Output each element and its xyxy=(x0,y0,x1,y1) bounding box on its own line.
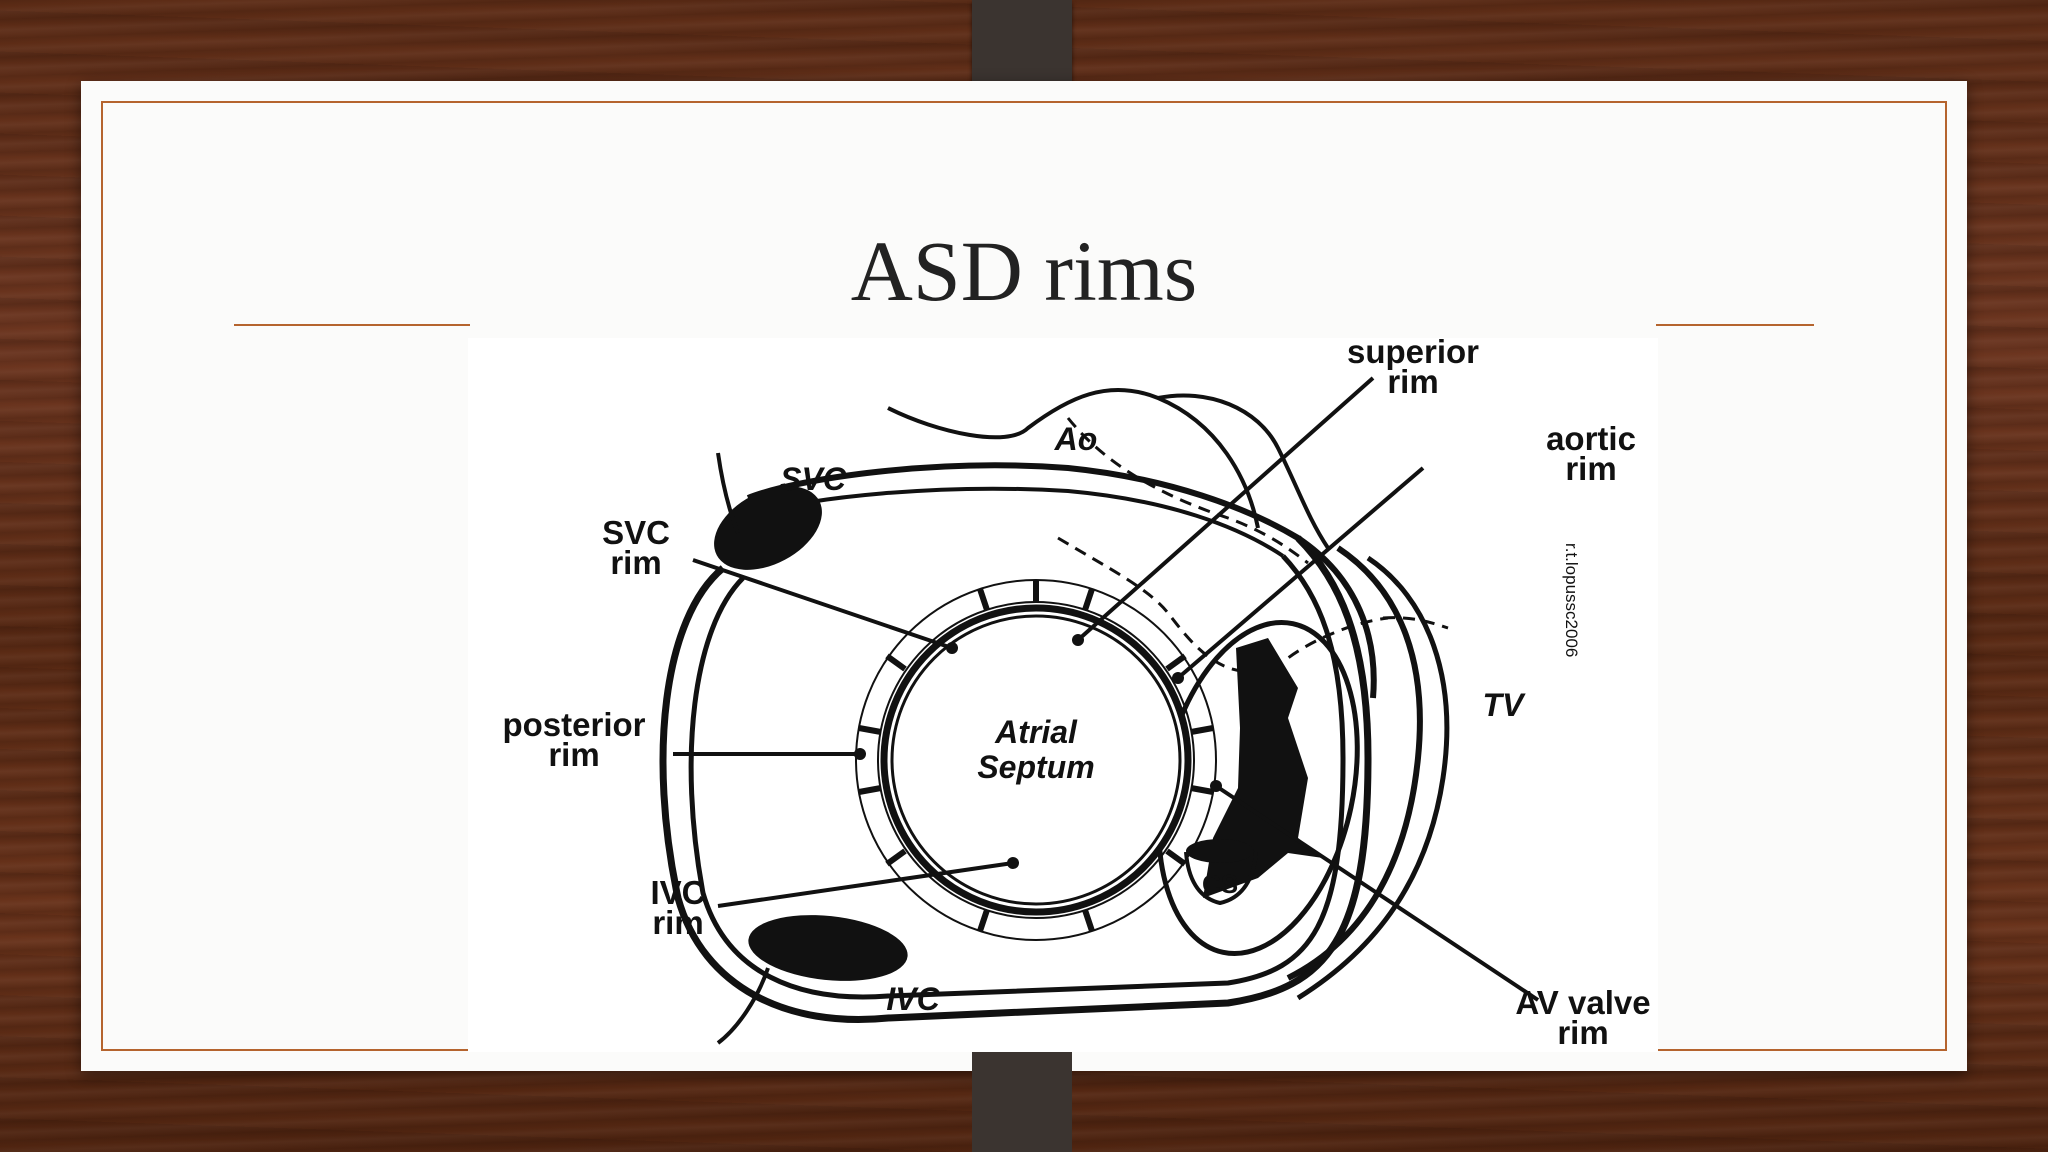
ivc-wall xyxy=(716,967,770,1045)
aorta-outline-right xyxy=(1157,393,1330,550)
atrial-septum-circle xyxy=(880,604,1192,916)
dashed-septal-line-2 xyxy=(1382,616,1449,630)
leader-lines xyxy=(673,376,1540,1002)
coronary-sinus-opening xyxy=(1186,839,1254,863)
cs-label: CS xyxy=(1202,869,1238,899)
superior-rim-label-1: superior xyxy=(1347,338,1479,370)
svc-rim-label-2: rim xyxy=(610,544,661,581)
av-valve-rim-label-1: AV valve xyxy=(1515,984,1650,1021)
atrium-outline-outer xyxy=(659,535,1372,1023)
svc-label: SVC xyxy=(780,461,847,497)
slide-title: ASD rims xyxy=(850,223,1198,319)
tricuspid-leaflets xyxy=(1203,638,1323,898)
svc-rim-label-1: SVC xyxy=(602,514,670,551)
coronary-sinus-wall xyxy=(1184,851,1258,906)
aorta-outline xyxy=(887,388,1260,529)
rim-segment-dividers xyxy=(858,580,1214,932)
svc-wall xyxy=(716,452,740,534)
binder-clip-bottom xyxy=(972,1052,1072,1152)
ivc-opening xyxy=(748,915,908,981)
ao-label: Ao xyxy=(1054,421,1098,457)
right-contour-outer xyxy=(1296,555,1450,1001)
atrium-outline-inner xyxy=(688,554,1346,1000)
ivc-label: IVC xyxy=(886,981,940,1017)
dashed-aortic-line xyxy=(1066,417,1309,565)
aortic-rim-label-1: aortic xyxy=(1546,420,1636,457)
posterior-rim-label-2: rim xyxy=(548,736,599,773)
aortic-rim-label-2: rim xyxy=(1565,450,1616,487)
ivc-rim-label-1: IVC xyxy=(650,874,705,911)
leader-dots xyxy=(854,634,1222,869)
dashed-septal-line xyxy=(1057,536,1389,673)
atrium-roof xyxy=(746,462,1377,699)
title-rule-right xyxy=(1656,324,1814,326)
atrium-roof-inner xyxy=(757,486,1285,558)
posterior-rim-label-1: posterior xyxy=(502,706,645,743)
atrial-septum-label-2: Septum xyxy=(977,749,1094,785)
right-contour xyxy=(1286,545,1423,981)
ivc-rim-label-2: rim xyxy=(652,904,703,941)
asd-rims-diagram: Atrial Septum superior rim aortic rim SV… xyxy=(468,338,1658,1052)
av-valve-rim-label-2: rim xyxy=(1557,1014,1608,1051)
superior-rim-label-2: rim xyxy=(1387,363,1438,400)
tv-label: TV xyxy=(1483,687,1527,723)
svc-opening xyxy=(714,486,822,570)
atrial-septum-label-1: Atrial xyxy=(994,714,1078,750)
watermark-text: r.t.lopussc2006 xyxy=(1562,543,1581,657)
atrial-septum-inner-circle xyxy=(890,614,1182,906)
title-rule-left xyxy=(234,324,470,326)
